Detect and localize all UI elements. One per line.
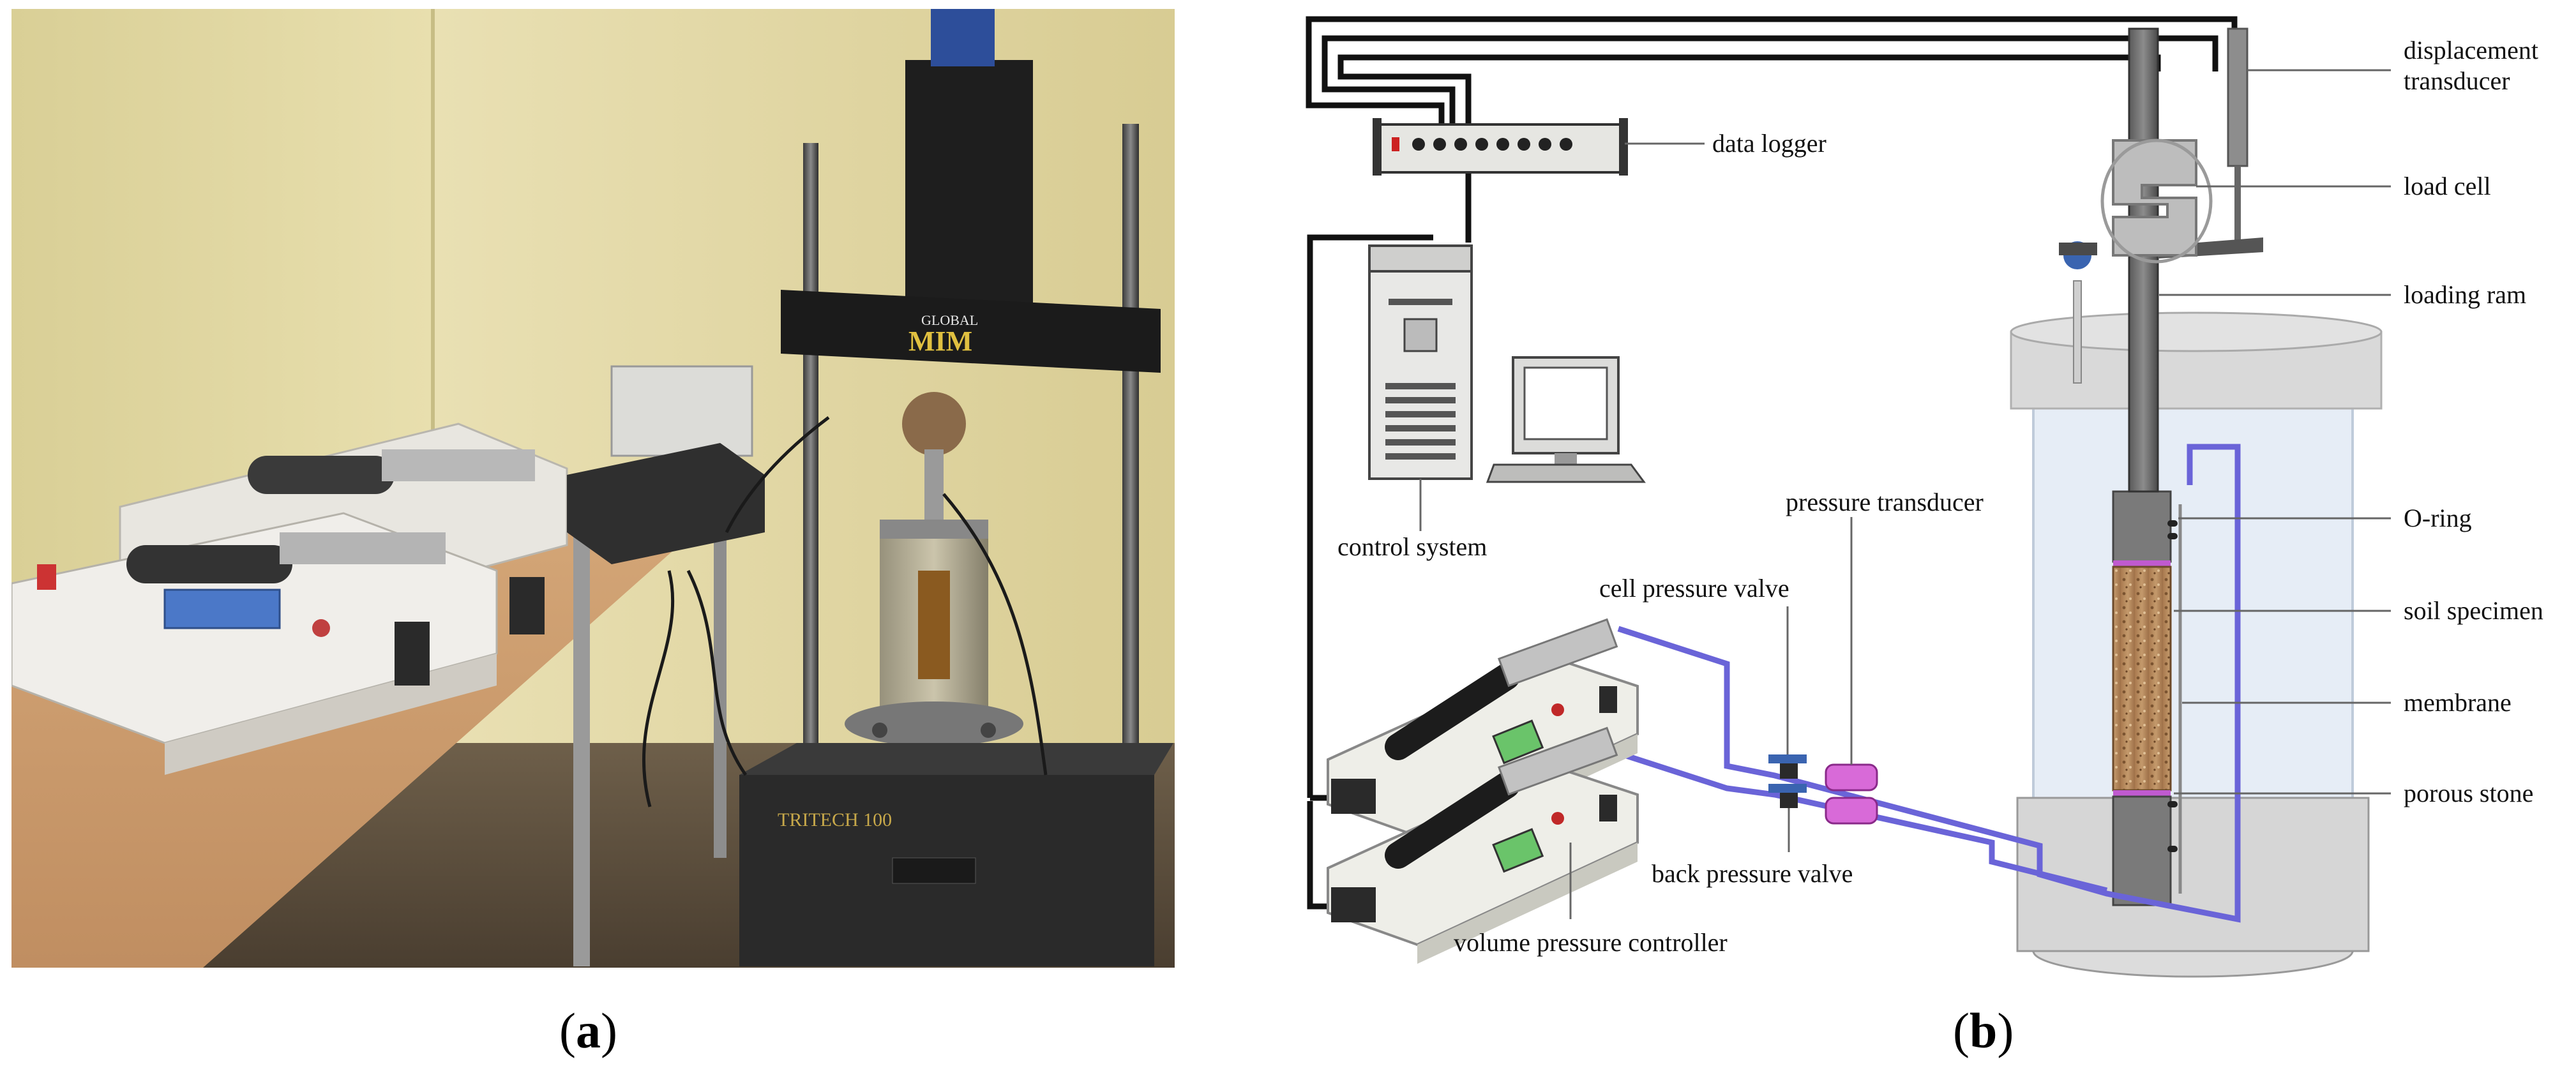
label-back-pressure-valve: back pressure valve: [1652, 859, 1853, 888]
apparatus-photograph: GLOBAL MIM TRITECH 100: [11, 9, 1175, 968]
pressure-transducer-upper: [1825, 763, 1878, 791]
cables: [642, 416, 1048, 807]
cell-top-valve: [2059, 241, 2097, 384]
frame-brand-logo: MIM: [908, 326, 972, 357]
caption-b: (b): [1953, 1002, 2014, 1060]
pressure-transducer-lower: [1825, 797, 1878, 825]
load-frame-base: TRITECH 100: [739, 743, 1173, 966]
label-cell-pressure-valve: cell pressure valve: [1599, 574, 1789, 603]
label-porous-stone: porous stone: [2404, 779, 2533, 807]
label-loading-ram: loading ram: [2404, 280, 2526, 309]
label-data-logger: data logger: [1712, 129, 1827, 158]
caption-b-letter: b: [1969, 1003, 1998, 1058]
soil-specimen: [2112, 566, 2172, 791]
load-frame: GLOBAL MIM: [781, 9, 1161, 781]
leader-lines: [1569, 69, 2391, 919]
data-logger-unit: [567, 365, 765, 564]
triaxial-cell-photo: [845, 392, 1023, 746]
caption-a-open: (: [559, 1003, 576, 1058]
label-load-cell: load cell: [2404, 172, 2491, 200]
caption-a-close: ): [600, 1003, 617, 1058]
label-membrane: membrane: [2404, 688, 2512, 717]
label-volume-pressure-controller: volume pressure controller: [1454, 928, 1728, 957]
label-pressure-transducer: pressure transducer: [1786, 488, 1984, 516]
label-control-system: control system: [1337, 532, 1487, 561]
displacement-transducer: [2227, 27, 2248, 167]
table-leg-2: [714, 475, 727, 858]
table-leg: [573, 507, 590, 966]
caption-a-letter: a: [575, 1003, 601, 1058]
caption-b-open: (: [1953, 1003, 1970, 1058]
label-displacement-line2: transducer: [2404, 66, 2510, 95]
label-o-ring: O-ring: [2404, 504, 2472, 532]
caption-b-close: ): [1997, 1003, 2014, 1058]
back-pressure-valve: [1768, 784, 1807, 808]
computer-tower: [1368, 244, 1473, 480]
monitor: [1486, 356, 1646, 483]
volume-pressure-controller-lower: [1327, 726, 1639, 964]
caption-a: (a): [559, 1002, 617, 1060]
pressure-tubing: [1617, 444, 2241, 923]
label-displacement-line1: displacement: [2404, 36, 2538, 64]
base-label: TRITECH 100: [778, 809, 892, 830]
triaxial-cell: [2010, 27, 2383, 978]
triaxial-schematic: data logger control system: [1306, 16, 2543, 978]
cell-pressure-valve: [1768, 754, 1807, 779]
volume-pressure-controller-front: [11, 512, 498, 775]
label-soil-specimen: soil specimen: [2404, 596, 2543, 625]
load-cell: [2100, 139, 2213, 264]
frame-brand-top: GLOBAL: [921, 312, 978, 328]
data-logger: [1373, 118, 1628, 176]
